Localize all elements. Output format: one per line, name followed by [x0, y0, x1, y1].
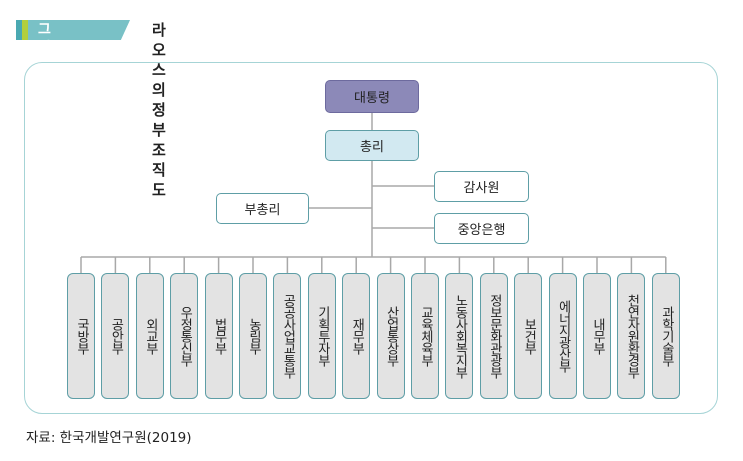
source-note: 자료: 한국개발연구원(2019)	[26, 430, 192, 446]
ministry-node: 내무부	[583, 273, 611, 399]
ministry-node: 노동사회복지부	[445, 273, 474, 399]
central-bank-node: 중앙은행	[434, 213, 529, 244]
ministry-node: 에너지광산부	[548, 273, 577, 399]
ministry-label: 노동사회복지부	[452, 294, 468, 378]
ministry-node: 외교부	[135, 273, 164, 399]
prime-minister-node: 총리	[325, 130, 419, 161]
ministry-node: 우정통신부	[170, 273, 199, 399]
chart-frame	[24, 62, 718, 414]
ministry-node: 과학기술부	[651, 273, 680, 399]
ministry-label: 농림부	[246, 318, 261, 354]
ministry-node: 산업통상부	[376, 273, 405, 399]
ministry-label: 우정통신부	[177, 306, 193, 366]
ministry-node: 법무부	[204, 273, 233, 399]
ministry-node: 국방부	[67, 273, 95, 399]
figure-tag	[16, 20, 130, 40]
ministry-node: 농림부	[239, 273, 267, 399]
tag-accent-teal	[16, 20, 22, 40]
ministry-label: 국방부	[74, 318, 89, 354]
ministry-node: 재무부	[342, 273, 371, 399]
ministry-node: 보건부	[514, 273, 543, 399]
ministry-label: 공공사업교통부	[280, 294, 296, 378]
ministry-label: 보건부	[521, 318, 537, 354]
central-bank-label: 중앙은행	[457, 223, 506, 238]
ministry-node: 천연자원환경부	[617, 273, 646, 399]
ministry-label: 천연자원환경부	[624, 294, 640, 378]
ministry-label: 법무부	[211, 318, 227, 354]
president-node: 대통령	[325, 80, 419, 113]
audit-office-label: 감사원	[463, 181, 500, 196]
prime-minister-label: 총리	[360, 140, 384, 155]
ministry-label: 과학기술부	[658, 306, 674, 366]
ministry-label: 교육체육부	[418, 306, 433, 366]
ministry-label: 에너지광산부	[555, 300, 571, 372]
audit-office-node: 감사원	[434, 171, 529, 202]
ministry-label: 재무부	[349, 318, 365, 354]
ministry-node: 정보문화관광부	[479, 273, 508, 399]
tag-accent-green	[22, 20, 28, 40]
ministry-label: 공안부	[108, 318, 124, 354]
figure-title: 라오스의 정부조직도	[152, 21, 166, 199]
ministry-label: 외교부	[142, 318, 158, 354]
ministry-label: 정보문화관광부	[486, 294, 502, 378]
ministry-label: 기획투자부	[314, 306, 330, 366]
ministry-node: 기획투자부	[307, 273, 336, 399]
president-label: 대통령	[354, 91, 390, 106]
ministry-node: 교육체육부	[411, 273, 439, 399]
ministry-label: 내무부	[590, 318, 605, 354]
ministry-label: 산업통상부	[383, 306, 399, 366]
deputy-prime-minister-label: 부총리	[244, 203, 281, 218]
deputy-prime-minister-node: 부총리	[216, 193, 309, 224]
ministry-node: 공공사업교통부	[273, 273, 302, 399]
ministry-node: 공안부	[101, 273, 130, 399]
